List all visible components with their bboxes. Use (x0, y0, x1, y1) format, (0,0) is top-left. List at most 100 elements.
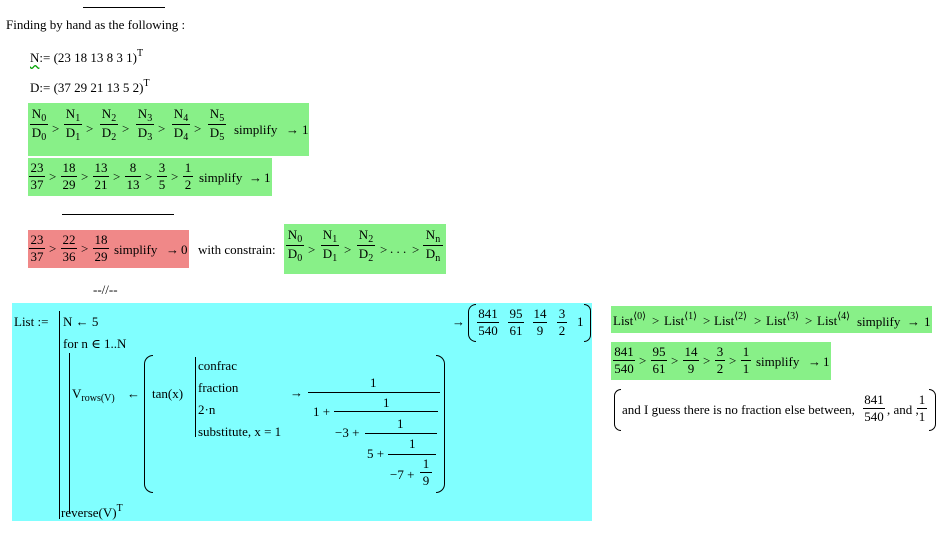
simplify-keyword: simplify (199, 170, 243, 185)
result-right-paren (584, 304, 591, 342)
eval-arrow-result: → (452, 314, 465, 329)
keyword-bracket (195, 357, 196, 437)
gt-operator: > (652, 313, 660, 328)
cf-one-4: 1 (409, 436, 416, 451)
keyword-2n: 2·n (198, 402, 216, 417)
arrow-operator: → (166, 242, 179, 257)
result-left-paren (468, 304, 476, 342)
gt-operator: > (194, 121, 202, 136)
counter-result: 0 (181, 242, 188, 257)
symbolic-result: 1 (302, 122, 309, 137)
simplify-keyword: simplify (234, 122, 278, 137)
simplify-keyword: simplify (756, 354, 800, 369)
note-right-paren (929, 389, 936, 431)
program-line-for: for n ∈ 1..N (63, 336, 127, 351)
eval-arrow: → (290, 385, 303, 400)
cf-bar-4 (388, 454, 436, 455)
cf-one-2: 1 (383, 395, 390, 410)
d-definition[interactable]: D:= (37 29 21 13 5 2)T (30, 78, 150, 96)
cf-bar-2 (334, 411, 438, 412)
list-index-0: List⟨0⟩ (613, 311, 647, 328)
tan-expression: tan(x) (152, 386, 184, 401)
gt-operator: > (703, 353, 711, 368)
cf-term-1: 1 + (313, 404, 331, 419)
program-bracket (59, 311, 60, 519)
keyword-substitute: substitute, x = 1 (198, 424, 282, 439)
gt-operator: > (805, 313, 813, 328)
gt-operator: > (308, 242, 316, 257)
section-divider: --//-- (93, 282, 118, 297)
gt-operator: > (81, 169, 89, 184)
list-index-2: List⟨2⟩ (714, 311, 748, 328)
gt-operator: > (639, 353, 647, 368)
cf-top-one: 1 (370, 375, 377, 390)
constraint-label: with constrain: (198, 242, 276, 257)
middle-rule (62, 214, 174, 215)
gt-operator: > (86, 121, 94, 136)
program-line-reverse: reverse(V)T (61, 503, 123, 520)
d-symbol: D (30, 80, 40, 95)
page-title: Finding by hand as the following : (6, 17, 186, 32)
gt-operator: > (145, 169, 153, 184)
cf-term-4: −7 + (390, 467, 415, 482)
arrow-operator: → (808, 354, 821, 369)
list-result: 1 (924, 314, 931, 329)
arrow-operator: → (907, 314, 920, 329)
gt-operator: > (49, 169, 57, 184)
gt-operator: > (113, 169, 121, 184)
list-comparison-region[interactable]: List⟨0⟩ > List⟨1⟩ > List⟨2⟩ > List⟨3⟩ > … (611, 306, 932, 333)
top-rule (83, 7, 165, 8)
cf-term-2: −3 + (335, 425, 360, 440)
keyword-fraction: fraction (198, 380, 239, 395)
gt-operator: > (344, 242, 352, 257)
gt-operator: > (49, 241, 57, 256)
numeric-result: 1 (264, 170, 271, 185)
gt-operator: > (703, 313, 711, 328)
d-vector: := (37 29 21 13 5 2) (39, 80, 144, 95)
cf-bar-3 (365, 433, 437, 434)
right-paren (436, 355, 445, 493)
list-index-3: List⟨3⟩ (766, 311, 800, 328)
n-definition[interactable]: N:= (23 18 13 8 3 1)T (30, 48, 144, 66)
gt-operator: > (754, 313, 762, 328)
transpose-mark: T (137, 48, 144, 59)
assign-arrow: ← (127, 386, 140, 401)
note-left-paren (614, 389, 621, 431)
arrow-operator: → (249, 170, 262, 185)
gt-operator: > (171, 169, 179, 184)
program-region[interactable]: List := N ← 5 for n ∈ 1..N Vrows(V) ← ta… (12, 303, 592, 521)
note-text: and I guess there is no fraction else be… (622, 402, 855, 417)
program-line-n: N ← 5 (63, 314, 99, 329)
result-value: 1 (823, 354, 830, 369)
gt-operator: > (81, 241, 89, 256)
n-vector: := (23 18 13 8 3 1) (39, 50, 137, 65)
